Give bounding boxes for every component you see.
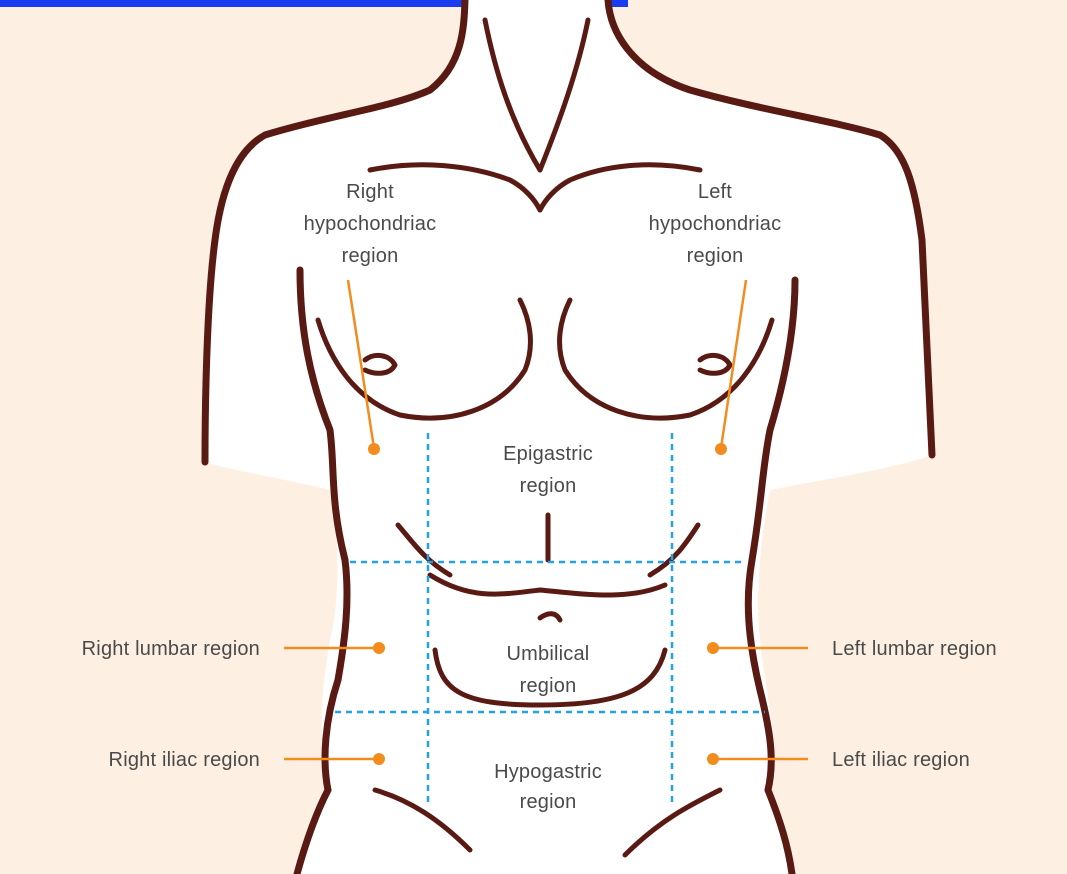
left-iliac-dot bbox=[707, 753, 719, 765]
right-iliac-label: Right iliac region bbox=[109, 749, 260, 771]
umbilical-line-2: region bbox=[520, 675, 577, 697]
left-hypochondriac-line-1: Left bbox=[698, 181, 732, 203]
epigastric-line-2: region bbox=[520, 475, 577, 497]
left-hypochondriac-dot bbox=[715, 443, 727, 455]
right-iliac-dot bbox=[373, 753, 385, 765]
right-lumbar-dot bbox=[373, 642, 385, 654]
right-lumbar-label: Right lumbar region bbox=[82, 638, 260, 660]
right-hypochondriac-line-2: hypochondriac bbox=[304, 213, 437, 235]
left-hypochondriac-line-2: hypochondriac bbox=[649, 213, 782, 235]
left-lumbar-dot bbox=[707, 642, 719, 654]
left-hypochondriac-line-3: region bbox=[687, 245, 744, 267]
umbilical-line-1: Umbilical bbox=[507, 643, 590, 665]
right-hypochondriac-line-3: region bbox=[342, 245, 399, 267]
epigastric-line-1: Epigastric bbox=[503, 443, 593, 465]
right-hypochondriac-dot bbox=[368, 443, 380, 455]
hypogastric-line-2: region bbox=[520, 791, 577, 813]
hypogastric-line-1: Hypogastric bbox=[494, 761, 602, 783]
left-iliac-label: Left iliac region bbox=[832, 749, 970, 771]
left-lumbar-label: Left lumbar region bbox=[832, 638, 997, 660]
right-hypochondriac-line-1: Right bbox=[346, 181, 394, 203]
